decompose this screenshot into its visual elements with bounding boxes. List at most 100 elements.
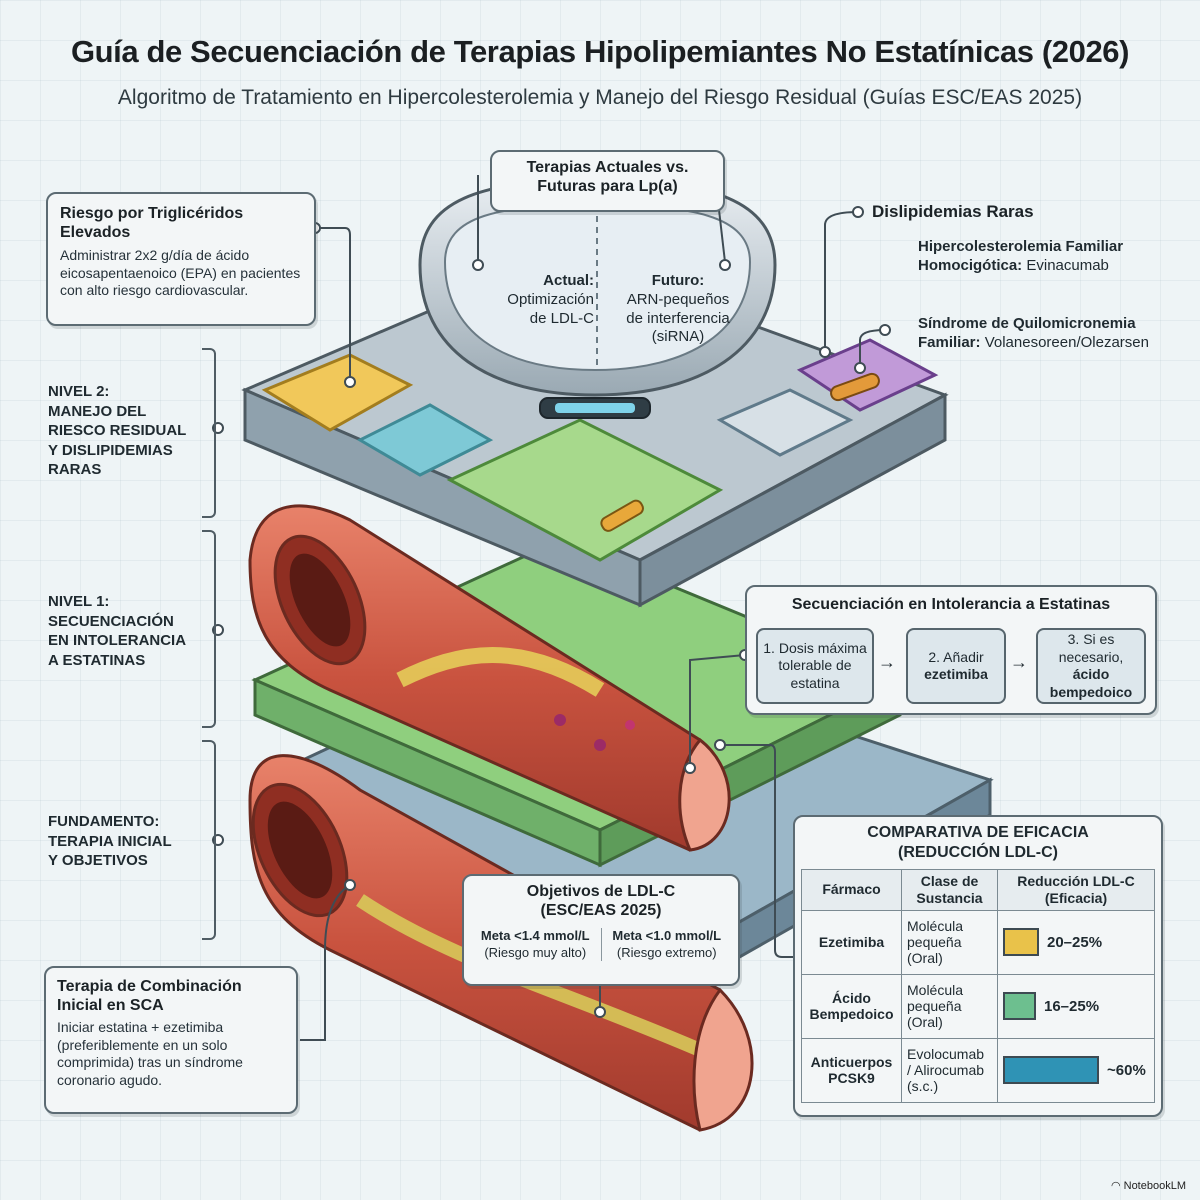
statin-step2-line2: ezetimiba — [924, 666, 988, 682]
header-class-line2: Sustancia — [916, 889, 983, 906]
level1-bracket — [202, 530, 216, 728]
arrow-right-icon: → — [1010, 652, 1028, 672]
rare-item-hofh: Hipercolesterolemia Familiar Homocigótic… — [918, 238, 1178, 276]
row-reduction-value: 16–25% — [1044, 997, 1100, 1015]
row-class-line1: Molécula — [907, 981, 964, 998]
header-reduction: Reducción LDL-C (Eficacia) — [997, 869, 1155, 911]
level2-line1: NIVEL 2: — [48, 383, 110, 400]
rare-item2-bold-1: Síndrome de Quilomicronemia — [918, 315, 1136, 332]
header-class-line1: Clase de — [920, 873, 979, 889]
page-subtitle: Algoritmo de Tratamiento en Hipercoleste… — [117, 86, 1083, 109]
header-drug: Fármaco — [801, 869, 902, 911]
lpa-future-text-3: (siRNA) — [651, 328, 705, 346]
triglycerides-title-line1: Riesgo por Triglicéridos — [60, 205, 244, 222]
lpa-title-line2: Futuras para Lp(a) — [537, 178, 678, 196]
lpa-title-line1: Terapias Actuales vs. — [526, 159, 689, 176]
triglycerides-box: Riesgo por Triglicéridos Elevados Admini… — [46, 192, 316, 326]
base-line2: TERAPIA INICIAL — [48, 832, 172, 850]
page-title: Guía de Secuenciación de Terapias Hipoli… — [70, 34, 1130, 69]
level1-line2: SECUENCIACIÓN — [48, 612, 174, 630]
statin-step3-line3: ácido — [1072, 666, 1110, 682]
row-reduction-value: ~60% — [1107, 1061, 1146, 1079]
artery-level1-illustration — [248, 504, 731, 852]
level2-line5: RARAS — [48, 461, 102, 478]
row-reduction: ~60% — [997, 1037, 1155, 1103]
statin-step1-line3: estatina — [790, 674, 840, 691]
ldl-goals-box: Objetivos de LDL-C (ESC/EAS 2025) Meta <… — [462, 874, 740, 986]
row-class-line2: pequeña — [907, 998, 962, 1015]
triglycerides-title-line2: Elevados — [60, 224, 131, 242]
rare-item1-bold-2: Homocigótica: — [918, 256, 1023, 274]
table-header-row: Fármaco Clase de Sustancia Reducción LDL… — [801, 869, 1155, 911]
lpa-future-text-2: de interferencia — [626, 309, 730, 327]
row-drug-line2: Bempedoico — [809, 1006, 894, 1023]
ldl-goals-title-line2: (ESC/EAS 2025) — [540, 902, 662, 920]
row-class-line3: (Oral) — [907, 950, 943, 967]
row-reduction: 16–25% — [997, 973, 1155, 1039]
base-line3: Y OBJETIVOS — [48, 852, 148, 869]
efficacy-comparison-table: COMPARATIVA DE EFICACIA (REDUCCIÓN LDL-C… — [793, 815, 1163, 1117]
base-line1: FUNDAMENTO: — [48, 813, 160, 830]
level1-label: NIVEL 1: SECUENCIACIÓN EN INTOLERANCIA A… — [48, 592, 186, 670]
row-drug-line1: Anticuerpos — [810, 1054, 893, 1071]
brand-label: ◠ NotebookLM — [1110, 1180, 1186, 1192]
rare-item2-bold-2: Familiar: — [918, 333, 981, 351]
comparison-table: Fármaco Clase de Sustancia Reducción LDL… — [801, 869, 1155, 1103]
lpa-future-text-1: ARN-pequeños — [626, 290, 730, 308]
lpa-current-text-2: de LDL-C — [529, 309, 594, 327]
row-reduction: 20–25% — [997, 909, 1155, 975]
row-drug-line1: Ezetimiba — [818, 934, 885, 951]
lpa-future-label: Futuro: — [651, 272, 705, 289]
ldl-goal-extreme: Meta <1.0 mmol/L (Riesgo extremo) — [602, 928, 733, 961]
statin-step-1: 1. Dosis máxima tolerable de estatina — [756, 628, 874, 704]
statin-step-2: 2. Añadir ezetimiba — [906, 628, 1006, 704]
rare-item1-bold-1: Hipercolesterolemia Familiar — [918, 238, 1124, 255]
triglycerides-text: Administrar 2x2 g/día de ácido eicosapen… — [60, 247, 301, 299]
rare-dyslipidemias: Dislipidemias Raras — [872, 202, 1172, 222]
row-class-line2: pequeña — [907, 934, 962, 951]
rare-item-fcs: Síndrome de Quilomicronemia Familiar: Vo… — [918, 315, 1188, 353]
row-reduction-value: 20–25% — [1047, 933, 1103, 951]
row-class-line3: (Oral) — [907, 1014, 943, 1031]
level2-line2: MANEJO DEL — [48, 402, 147, 420]
combo-text: Iniciar estatina + ezetimiba (preferible… — [57, 1019, 243, 1088]
ldl-goal1-note: (Riesgo muy alto) — [484, 944, 587, 960]
header-class: Clase de Sustancia — [901, 869, 998, 911]
combo-title-line2: Inicial en SCA — [57, 997, 164, 1015]
row-class-line1: Evolocumab — [907, 1045, 985, 1062]
header-reduction-line1: Reducción LDL-C — [1017, 873, 1135, 889]
statin-step3-line1: 3. Si es — [1067, 631, 1115, 647]
statin-step3-line4: bempedoico — [1049, 683, 1133, 700]
statin-title: Secuenciación en Intolerancia a Estatina… — [791, 596, 1111, 613]
statin-step1-line2: tolerable de — [778, 657, 852, 674]
statin-step3-line2: necesario, — [1058, 648, 1124, 665]
base-level-bracket — [202, 740, 216, 940]
statin-step-3: 3. Si es necesario, ácido bempedoico — [1036, 628, 1146, 704]
arrow-right-icon: → — [878, 652, 896, 672]
rare-item2-text: Volanesoreen/Olezarsen — [984, 333, 1149, 351]
level2-line4: Y DISLIPIDEMIAS — [48, 441, 173, 459]
row-drug-line2: PCSK9 — [828, 1070, 875, 1087]
efficacy-bar — [1003, 992, 1036, 1021]
lpa-current: Actual: Optimización de LDL-C — [462, 272, 594, 328]
efficacy-bar — [1003, 928, 1039, 957]
ldl-goal2: Meta <1.0 mmol/L — [612, 928, 722, 944]
header-reduction-line2: (Eficacia) — [1044, 889, 1108, 906]
efficacy-bar — [1003, 1056, 1099, 1085]
row-drug-line1: Ácido — [832, 990, 871, 1007]
lpa-future: Futuro: ARN-pequeños de interferencia (s… — [603, 272, 753, 347]
comparison-title-line2: (REDUCCIÓN LDL-C) — [898, 844, 1058, 861]
level2-line3: RIESCO RESIDUAL — [48, 422, 187, 439]
lpa-dome-illustration — [418, 178, 777, 419]
level2-bracket — [202, 348, 216, 518]
brand-text: NotebookLM — [1123, 1180, 1186, 1192]
row-class-line1: Molécula — [907, 917, 964, 934]
lpa-title-box: Terapias Actuales vs. Futuras para Lp(a) — [490, 150, 725, 212]
row-class: Evolocumab/ Alirocumab(s.c.) — [901, 1037, 998, 1103]
